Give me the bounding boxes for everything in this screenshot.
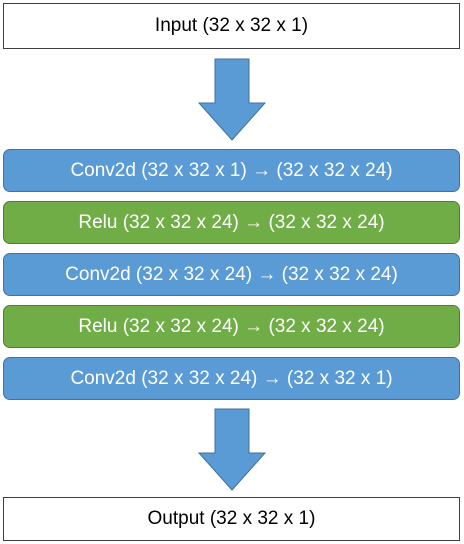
conv2d-layer-3: Conv2d (32 x 32 x 24) → (32 x 32 x 1)	[3, 357, 460, 400]
relu-layer-1: Relu (32 x 32 x 24) → (32 x 32 x 24)	[3, 201, 460, 244]
output-box: Output (32 x 32 x 1)	[3, 497, 460, 541]
down-arrow-icon	[198, 408, 266, 491]
conv2d-layer-2: Conv2d (32 x 32 x 24) → (32 x 32 x 24)	[3, 253, 460, 296]
conv2d-layer-1: Conv2d (32 x 32 x 1) → (32 x 32 x 24)	[3, 149, 460, 192]
relu-layer-2: Relu (32 x 32 x 24) → (32 x 32 x 24)	[3, 305, 460, 348]
down-arrow-icon	[198, 58, 266, 141]
input-box: Input (32 x 32 x 1)	[3, 3, 460, 49]
